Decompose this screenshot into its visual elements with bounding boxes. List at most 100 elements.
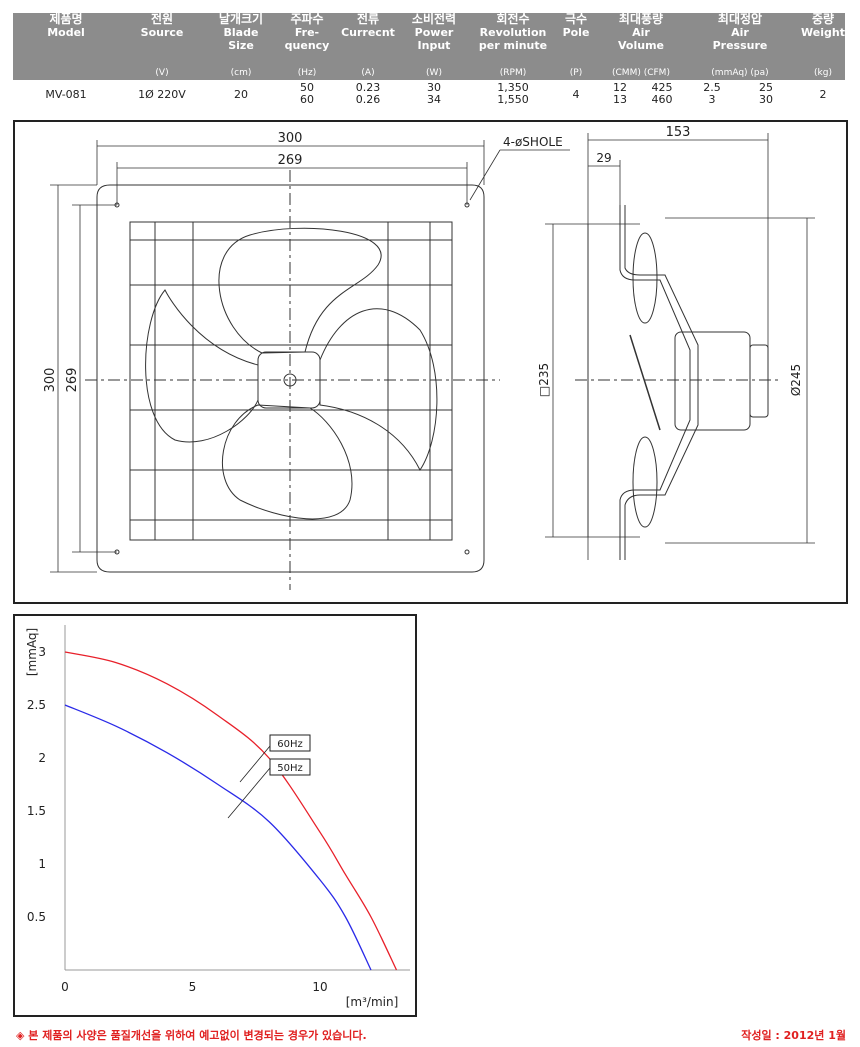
cell-cmm: 12 bbox=[613, 81, 627, 94]
header-unit: (V) bbox=[155, 68, 169, 78]
header-ko: 주파수 bbox=[290, 12, 324, 26]
creation-date: 작성일 : 2012년 1월 bbox=[741, 1029, 846, 1042]
header-en: Size bbox=[228, 39, 254, 52]
header-en: Model bbox=[47, 26, 85, 39]
header-unit: (cm) bbox=[230, 68, 252, 78]
header-unit: (CMM) (CFM) bbox=[612, 68, 670, 78]
cell-rpm: 1,350 bbox=[497, 81, 529, 94]
dim-300-height: 300 bbox=[43, 368, 58, 393]
header-ko: 회전수 bbox=[496, 12, 530, 26]
header-ko: 소비전력 bbox=[411, 12, 457, 26]
cell-cfm: 460 bbox=[651, 93, 673, 106]
header-en: Volume bbox=[618, 39, 664, 52]
header-en: quency bbox=[284, 39, 330, 52]
cell-mmaq: 3 bbox=[708, 93, 716, 106]
header-unit: (W) bbox=[426, 68, 442, 78]
header-en: Pressure bbox=[712, 39, 768, 52]
legend-50hz: 50Hz bbox=[277, 763, 303, 774]
cell-cfm: 425 bbox=[651, 81, 673, 94]
header-en: Weight bbox=[801, 26, 845, 39]
side-view bbox=[587, 205, 769, 560]
header-en: Air bbox=[632, 26, 650, 39]
x-tick-label: 0 bbox=[61, 980, 69, 994]
header-ko: 전류 bbox=[356, 12, 380, 26]
hole-note: 4-øSHOLE bbox=[503, 135, 563, 149]
header-unit: (Hz) bbox=[297, 68, 317, 78]
header-unit: (RPM) bbox=[499, 68, 527, 78]
cell-pole: 4 bbox=[572, 88, 580, 101]
x-tick-label: 5 bbox=[189, 980, 197, 994]
cell-power: 34 bbox=[427, 93, 441, 106]
y-tick-label: 1.5 bbox=[27, 804, 46, 818]
dim-square-235: □235 bbox=[537, 363, 551, 397]
header-en: per minute bbox=[478, 39, 548, 52]
header-unit: (kg) bbox=[814, 68, 832, 78]
header-unit: (mmAq) (pa) bbox=[711, 68, 769, 78]
header-en: Revolution bbox=[479, 26, 547, 39]
series-line-60hz bbox=[64, 651, 398, 971]
drawing-frame bbox=[13, 120, 848, 604]
header-ko: 전원 bbox=[150, 12, 174, 26]
header-en: Source bbox=[140, 26, 184, 39]
header-ko: 날개크기 bbox=[218, 12, 264, 26]
mounting-plate bbox=[96, 184, 485, 573]
table-header-bg bbox=[13, 13, 845, 80]
dim-diameter-245: Ø245 bbox=[789, 364, 803, 396]
cell-weight: 2 bbox=[819, 88, 827, 101]
x-axis-label: [m³/min] bbox=[346, 995, 399, 1009]
header-unit: (P) bbox=[569, 68, 583, 78]
header-ko: 제품명 bbox=[49, 12, 83, 26]
y-tick-label: 0.5 bbox=[27, 910, 46, 924]
x-tick-label: 10 bbox=[312, 980, 327, 994]
legend-60hz: 60Hz bbox=[277, 739, 303, 750]
chart-frame bbox=[13, 614, 417, 1017]
cell-current: 0.23 bbox=[355, 81, 381, 94]
header-en: Power bbox=[414, 26, 454, 39]
header-ko: 최대풍량 bbox=[618, 12, 664, 26]
header-unit: (A) bbox=[361, 68, 375, 78]
dim-300-width: 300 bbox=[278, 131, 303, 146]
header-en: Fre- bbox=[294, 26, 320, 39]
center-lines bbox=[85, 170, 780, 590]
grille-frame bbox=[129, 221, 453, 541]
cell-blade: 20 bbox=[234, 88, 248, 101]
y-tick-label: 1 bbox=[38, 857, 46, 871]
cell-power: 30 bbox=[427, 81, 441, 94]
cell-mmaq: 2.5 bbox=[703, 81, 721, 94]
y-tick-label: 2.5 bbox=[27, 698, 46, 712]
dim-269-height: 269 bbox=[65, 368, 80, 393]
y-tick-label: 3 bbox=[38, 645, 46, 659]
header-ko: 극수 bbox=[564, 12, 588, 26]
change-notice: ◈ 본 제품의 사양은 품질개선을 위하여 예고없이 변경되는 경우가 있습니다… bbox=[16, 1029, 367, 1042]
header-en: Pole bbox=[562, 26, 590, 39]
cell-pa: 25 bbox=[759, 81, 773, 94]
header-en: Blade bbox=[223, 26, 259, 39]
header-ko: 중량 bbox=[811, 12, 835, 26]
cell-pa: 30 bbox=[759, 93, 773, 106]
y-axis-label: [mmAq] bbox=[25, 628, 39, 676]
header-en: Currecnt bbox=[341, 26, 395, 39]
fan-blades bbox=[145, 227, 438, 520]
dim-29: 29 bbox=[596, 151, 611, 165]
technical-drawing: 300 269 300 269 4-øSHOLE 153 29 □235 Ø24… bbox=[43, 125, 815, 590]
cell-model: MV-081 bbox=[45, 88, 87, 101]
cell-frequency: 60 bbox=[300, 93, 314, 106]
cell-rpm: 1,550 bbox=[497, 93, 529, 106]
cell-cmm: 13 bbox=[613, 93, 627, 106]
dim-153: 153 bbox=[666, 125, 691, 140]
header-en: Air bbox=[731, 26, 749, 39]
grille-bars bbox=[130, 222, 452, 540]
series-line-50hz bbox=[64, 704, 372, 971]
